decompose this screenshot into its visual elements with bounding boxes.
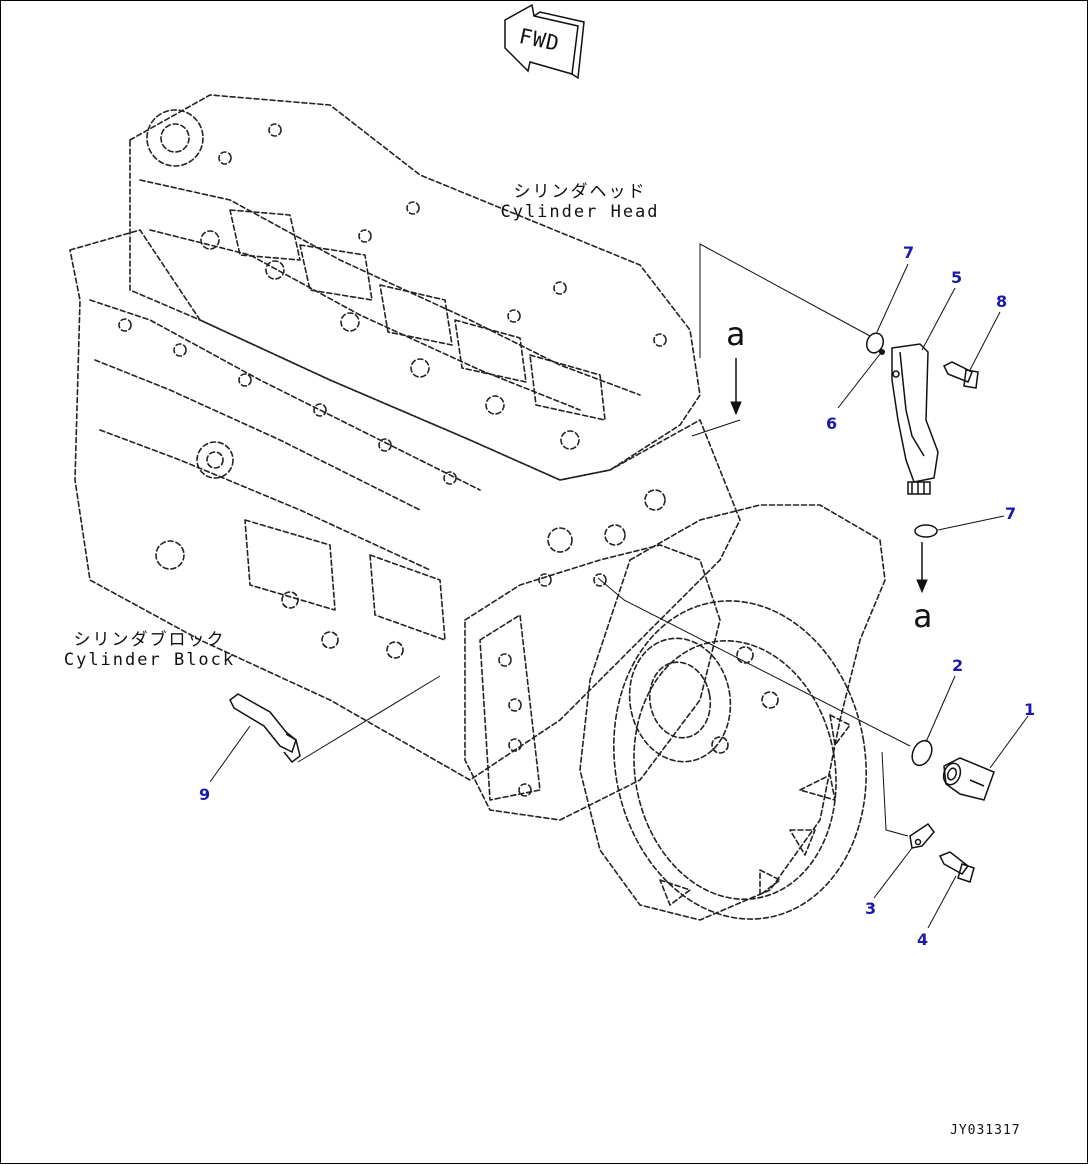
- cylinder-head-label: シリンダヘッド Cylinder Head: [500, 182, 660, 222]
- fwd-arrow-icon: [504, 3, 585, 80]
- cylinder-block-label: シリンダブロック Cylinder Block: [62, 630, 237, 670]
- callout-5: 5: [951, 268, 963, 287]
- sensor-bracket: [891, 343, 939, 495]
- o-ring-lower: [914, 524, 938, 538]
- projection-lines: [297, 243, 911, 837]
- callout-leaders: [209, 263, 1029, 929]
- view-arrow-bottom: [916, 542, 928, 594]
- callout-7-lower: 7: [1005, 504, 1017, 523]
- speed-sensor: [942, 757, 995, 801]
- callout-4: 4: [917, 930, 929, 949]
- cylinder-block-japanese: シリンダブロック: [73, 630, 226, 650]
- pin-part: [879, 349, 885, 355]
- flywheel-housing-outline: [579, 504, 886, 921]
- callout-7-upper: 7: [903, 243, 915, 262]
- harness-pipe: [229, 693, 301, 764]
- drawing-code: JY031317: [950, 1123, 1021, 1138]
- callout-6: 6: [826, 414, 838, 433]
- callout-3: 3: [865, 899, 877, 918]
- clamp-part: [909, 822, 935, 849]
- callout-8: 8: [996, 292, 1008, 311]
- cylinder-head-outline: [129, 94, 701, 481]
- bolt-upper: [942, 361, 979, 389]
- cylinder-block-english: Cylinder Block: [63, 650, 236, 670]
- cylinder-head-japanese: シリンダヘッド: [513, 182, 647, 202]
- gear-case-outline: [464, 544, 721, 821]
- callout-9: 9: [199, 785, 211, 804]
- view-letter-bottom: a: [913, 597, 933, 635]
- callout-1: 1: [1024, 700, 1036, 719]
- view-letter-top: a: [726, 315, 746, 353]
- o-ring-upper: [865, 332, 885, 354]
- cylinder-head-english: Cylinder Head: [500, 202, 660, 222]
- o-ring-part-2: [911, 739, 933, 767]
- view-arrow-top: [730, 358, 742, 416]
- bolt-lower: [938, 851, 975, 883]
- cylinder-block-outline: [69, 229, 741, 781]
- callout-2: 2: [952, 656, 964, 675]
